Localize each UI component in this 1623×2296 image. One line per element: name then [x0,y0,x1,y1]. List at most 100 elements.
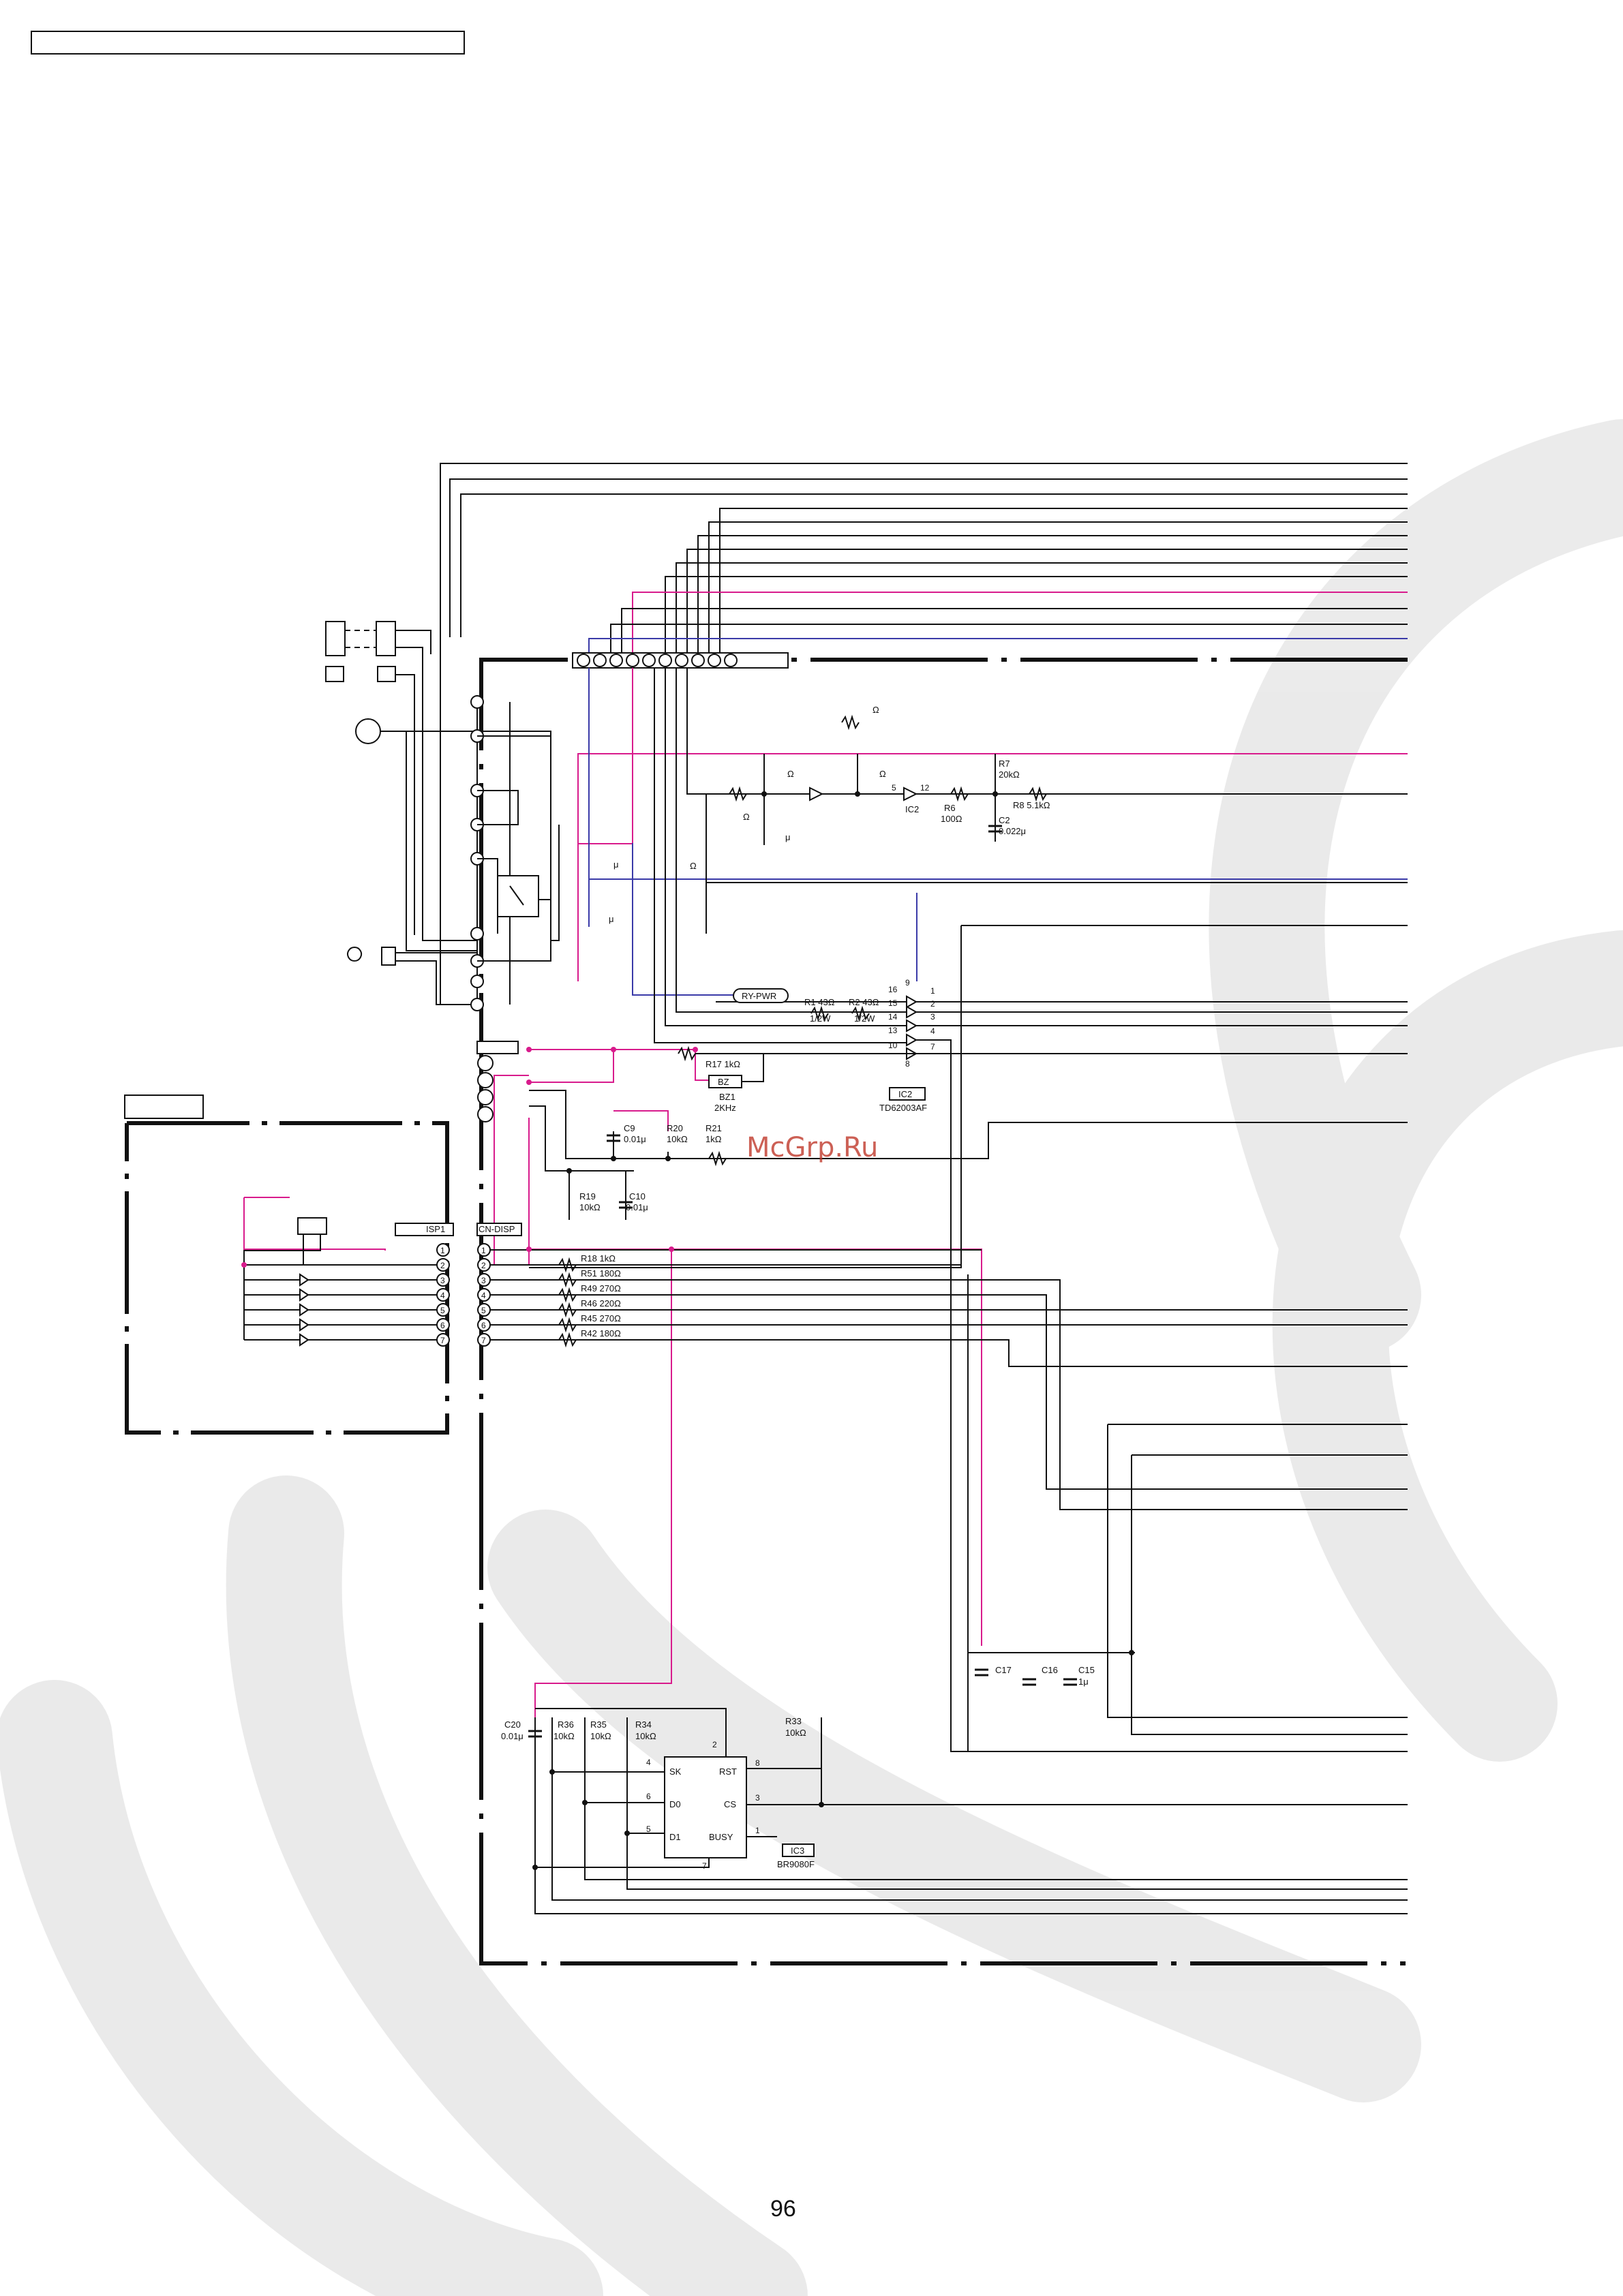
cn-disp-label: CN-DISP [479,1224,515,1234]
capacitor-symbols [528,825,1077,1738]
r1-label: R1 43Ω [804,997,835,1007]
ic2-pin-4: 4 [930,1026,935,1036]
ic3-section [534,1708,1408,1914]
r35-label: R35 [590,1719,607,1730]
top-bus-lines [440,463,1408,1005]
led-icons [299,1273,309,1347]
r7-label: R7 [999,759,1010,769]
ic2-pin-16: 16 [888,985,898,994]
ic3-part: BR9080F [777,1859,815,1869]
background-watermark [0,419,1623,2296]
resistor-symbols [558,714,1047,1348]
c20-value: 0.01μ [501,1731,524,1741]
c2-label: C2 [999,815,1010,825]
buzzer-section [476,1041,1408,1220]
display-section [243,1197,1408,1510]
ic3-pin-2: 2 [712,1740,717,1749]
ic2-pin-5: 5 [892,783,896,793]
cn-pin-5: 5 [440,1306,445,1315]
omega-2: Ω [787,769,794,779]
r18-label: R18 1kΩ [581,1253,616,1264]
cn-pin-7-r: 7 [481,1336,486,1345]
ic2-pin-15: 15 [888,998,898,1008]
r17-label: R17 1kΩ [706,1059,740,1069]
watermark-text: McGrp.Ru [746,1132,878,1163]
cn-pin-2: 2 [440,1261,445,1270]
connector-pin-circles-right [477,1243,491,1347]
r46-label: R46 220Ω [581,1298,621,1308]
c9-label: C9 [624,1123,635,1133]
ic3-pin-7: 7 [702,1861,707,1871]
ic2-pin-10: 10 [888,1041,898,1050]
ic2-pin-14: 14 [888,1012,898,1022]
ic3-sk: SK [669,1766,682,1777]
ic3-cs: CS [724,1799,736,1809]
cn-pin-4: 4 [440,1291,445,1300]
ic2-pin-12: 12 [920,783,930,793]
r35-value: 10kΩ [590,1731,611,1741]
ic3-pin-5: 5 [646,1824,651,1834]
ic2-part: TD62003AF [879,1103,927,1113]
ic3-ref: IC3 [791,1846,804,1856]
cn-pin-1: 1 [440,1246,445,1255]
cn-pin-6-r: 6 [481,1321,486,1330]
omega-3: Ω [879,769,886,779]
omega-5: Ω [690,861,697,871]
ic3-d1: D1 [669,1832,681,1842]
ic2-pin-8: 8 [905,1059,910,1069]
ic3-d0: D0 [669,1799,681,1809]
ic3-pin-8: 8 [755,1758,760,1768]
r36-label: R36 [558,1719,574,1730]
ic2-pin-7: 7 [930,1042,935,1052]
r1-watt: 1/2W [810,1013,831,1024]
r33-label: R33 [785,1716,802,1726]
r36-value: 10kΩ [553,1731,575,1741]
r33-value: 10kΩ [785,1728,806,1738]
connector-pin-circles-left [436,1243,450,1347]
c20-label: C20 [504,1719,521,1730]
mu-1: μ [785,832,791,842]
labels: Ω Ω Ω Ω Ω μ μ μ R7 20kΩ R8 5.1kΩ R6 100Ω… [426,705,1095,2222]
ic2-pin-2: 2 [930,999,935,1009]
cn-pin-3-r: 3 [481,1276,486,1285]
ic2-pin-1: 1 [930,986,935,996]
mu-3: μ [609,914,614,924]
r20-label: R20 [667,1123,683,1133]
isp1-label: ISP1 [426,1224,445,1234]
ic2-drivers [906,995,918,1060]
c17-label: C17 [995,1665,1012,1675]
c10-value: 0.01μ [626,1202,648,1212]
ic3-pin-3: 3 [755,1793,760,1803]
blue-signal-lines [588,668,1408,996]
ic2-inline-label: IC2 [905,804,919,814]
cn-pin-7: 7 [440,1336,445,1345]
r21-value: 1kΩ [706,1134,722,1144]
ic2-pin-3: 3 [930,1012,935,1022]
cn-pin-5-r: 5 [481,1306,486,1315]
r21-label: R21 [706,1123,722,1133]
ic2-pin-13: 13 [888,1026,898,1035]
c10-label: C10 [629,1191,646,1201]
r20-value: 10kΩ [667,1134,688,1144]
c15-label: C15 [1078,1665,1095,1675]
connector-pins-row [577,654,738,667]
r2-label: R2 43Ω [849,997,879,1007]
r34-value: 10kΩ [635,1731,656,1741]
ic3-busy: BUSY [709,1832,733,1842]
header-box [31,31,465,55]
bz1-freq: 2KHz [714,1103,736,1113]
top-connector [572,652,789,669]
r6-value: 100Ω [941,814,962,824]
r34-label: R34 [635,1719,652,1730]
power-input-section [325,621,560,1011]
c15-value: 1μ [1078,1677,1089,1687]
r19-value: 10kΩ [579,1202,601,1212]
c9-value: 0.01μ [624,1134,646,1144]
omega-1: Ω [873,705,879,715]
cn-pin-4-r: 4 [481,1291,486,1300]
c16-label: C16 [1042,1665,1058,1675]
r49-label: R49 270Ω [581,1283,621,1294]
mu-2: μ [613,859,619,870]
r7-value: 20kΩ [999,769,1020,780]
